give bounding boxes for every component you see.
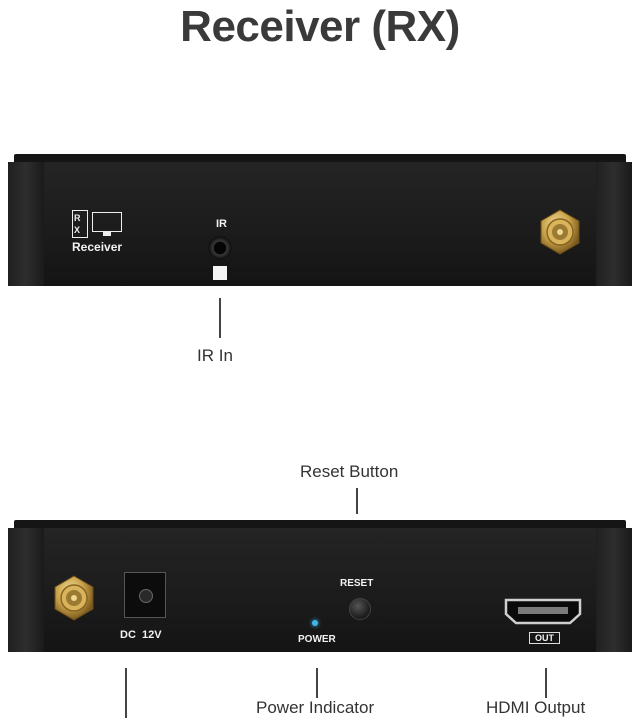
dc-leader-line [125,668,127,718]
reset-button-callout: Reset Button [300,462,399,481]
rx-badge: RX [72,210,88,238]
hdmi-leader-line [545,668,547,698]
dc-power-jack [124,572,166,618]
ir-in-leader-line [219,298,221,338]
receiver-rear-panel: DC 12V RESET POWER OUT [8,520,632,655]
monitor-icon [92,212,122,232]
panel-body [8,162,632,286]
rx-badge-text: RX [74,213,81,235]
ir-label: IR [216,218,227,230]
right-endcap [596,528,632,652]
left-endcap [8,162,44,286]
out-label: OUT [529,632,560,644]
dc-label: DC 12V [120,629,162,641]
receiver-front-panel: RX Receiver IR [8,154,632,289]
power-label: POWER [298,634,336,645]
dc-jack-hole [139,589,153,603]
logo-text: Receiver [72,240,123,254]
antenna-connector-icon [536,208,584,256]
panel-body [8,528,632,652]
antenna-connector-icon [50,574,98,622]
power-led [312,620,318,626]
left-endcap [8,528,44,652]
hdmi-port [502,596,584,626]
ir-jack [208,236,232,260]
right-endcap [596,162,632,286]
power-leader-line [316,668,318,698]
reset-button[interactable] [349,598,371,620]
page-title: Receiver (RX) [180,2,460,51]
receiver-logo: RX Receiver [72,210,132,260]
reset-leader-line [356,488,358,514]
reset-label: RESET [340,578,374,589]
monitor-stand-icon [103,232,111,236]
ir-in-callout: IR In [197,346,233,365]
power-indicator-callout: Power Indicator [256,698,375,717]
hdmi-output-callout: HDMI Output [486,698,586,717]
ir-indicator-square [213,266,227,280]
